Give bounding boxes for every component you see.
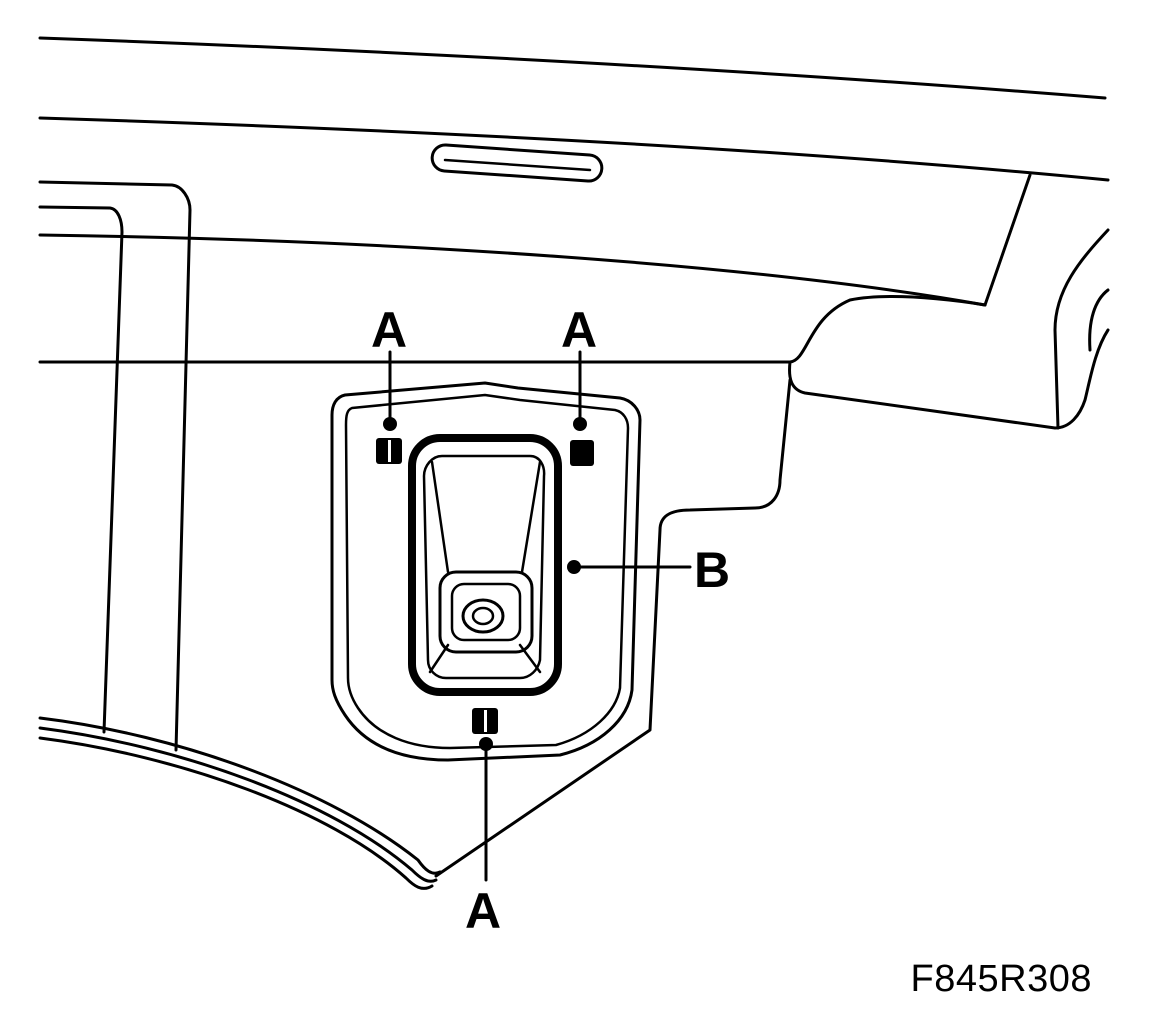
leader-dot-a-top-left	[383, 417, 397, 431]
right-ledge	[788, 328, 1110, 430]
left-pillar-inner	[38, 205, 124, 734]
bulkhead-outline	[38, 295, 987, 364]
lock-housing	[438, 570, 534, 654]
lower-edge-2	[38, 726, 438, 883]
callout-a-top-right: A	[561, 302, 597, 358]
callout-a-bottom: A	[465, 883, 501, 939]
inner-panel-facet-left	[430, 460, 450, 574]
clip-top-right	[570, 440, 594, 466]
lower-diagonal	[434, 378, 792, 878]
right-pillar-edge	[983, 173, 1032, 307]
leader-dot-a-bottom	[479, 737, 493, 751]
leader-dot-a-top-right	[573, 417, 587, 431]
right-ledge-inner	[1053, 228, 1110, 430]
brake-light-inner	[443, 158, 592, 172]
brake-light-slot	[430, 143, 604, 183]
clip-top-left	[376, 438, 402, 464]
inner-panel-facet-right	[520, 460, 542, 574]
inner-panel-face	[422, 454, 546, 680]
roof-edge-top	[38, 36, 1107, 100]
lower-edge-1	[38, 716, 442, 875]
cover-plate-inner	[344, 393, 630, 750]
lower-edge-3	[38, 736, 434, 890]
lock-housing-inner	[450, 582, 522, 642]
lock-cylinder-inner	[471, 606, 495, 626]
trim-line-upper	[38, 233, 987, 307]
left-pillar-outer	[38, 180, 192, 752]
figure-id: F845R308	[910, 958, 1092, 1000]
callout-a-top-left: A	[371, 302, 407, 358]
leader-dot-b	[567, 560, 581, 574]
cover-plate-outer	[330, 381, 642, 762]
lock-cylinder-outer	[461, 598, 505, 634]
callout-b: B	[694, 542, 730, 598]
right-ledge-curve	[1088, 288, 1110, 352]
roof-edge-second	[38, 116, 1110, 182]
inner-panel-frame	[408, 434, 562, 696]
clip-bottom	[472, 708, 498, 734]
